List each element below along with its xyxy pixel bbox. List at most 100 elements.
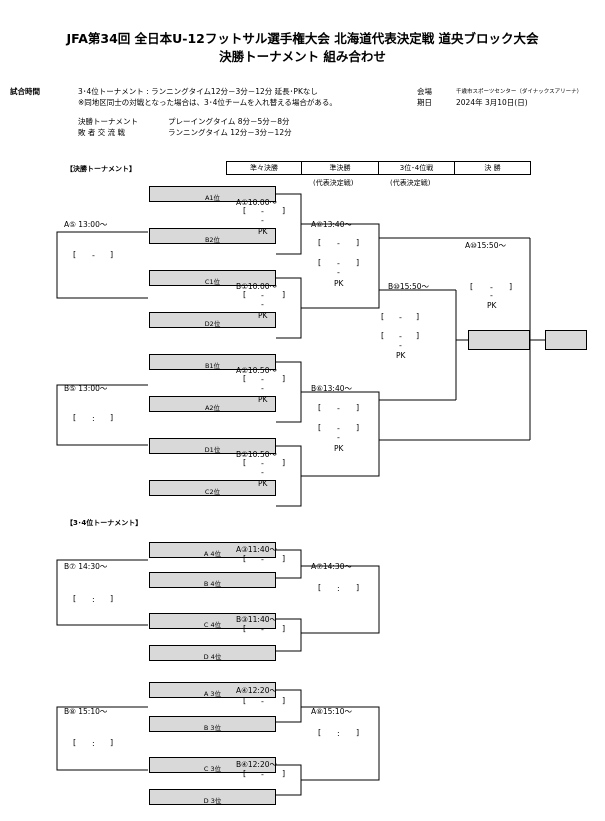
score-a6-et-dash: -	[337, 259, 340, 268]
seed-a2: A2位	[149, 396, 276, 412]
date-label: 期日	[417, 98, 432, 107]
seed-d2: D2位	[149, 312, 276, 328]
score-a2-open: [	[243, 374, 247, 383]
header-final: 決 勝	[454, 161, 531, 175]
seed-a4: A 4位	[149, 542, 276, 558]
seed-a3: A 3位	[149, 682, 276, 698]
seed-d4: D 4位	[149, 645, 276, 661]
champion-box	[545, 330, 587, 350]
score-b2-pk: PK	[258, 479, 268, 488]
score-a6-open: [	[318, 238, 322, 247]
score-b1-pk: PK	[258, 311, 268, 320]
header-semifinal: 準決勝	[301, 161, 379, 175]
score-a2-pk-dash: -	[261, 384, 264, 393]
score-a3-open: [	[243, 554, 247, 563]
score-b5-close: ]	[110, 413, 114, 422]
score-a5-open: [	[73, 250, 77, 259]
page-title: JFA第34回 全日本U-12フットサル選手権大会 北海道代表決定戦 道央ブロッ…	[66, 31, 539, 46]
match-a4-time: A④12:20～	[236, 686, 277, 695]
score-b10-et-close: ]	[416, 331, 420, 340]
seed-c1: C1位	[149, 270, 276, 286]
match-a5-time: A⑤ 13:00～	[64, 220, 108, 229]
match-b2-time: B②10:50～	[236, 450, 277, 459]
score-b3-open: [	[243, 624, 247, 633]
header-quarterfinal: 準々決勝	[226, 161, 302, 175]
venue-label: 会場	[417, 87, 432, 96]
match-a6-time: A⑥13:40～	[311, 220, 352, 229]
score-b4-open: [	[243, 769, 247, 778]
match-a7-time: A⑦14:30～	[311, 562, 352, 571]
score-a10-pk: PK	[487, 301, 497, 310]
score-b10-et-dash: -	[399, 332, 402, 341]
score-a1-pk: PK	[258, 227, 268, 236]
seed-a1: A1位	[149, 186, 276, 202]
seed-b1: B1位	[149, 354, 276, 370]
match-a2-time: A②10:50～	[236, 366, 277, 375]
score-b2-dash: -	[261, 459, 264, 468]
score-a1-close: ]	[282, 206, 286, 215]
score-b3-dash: -	[261, 625, 264, 634]
seed-d3: D 3位	[149, 789, 276, 805]
score-a8-open: [	[318, 728, 322, 737]
match-b6-time: B⑥13:40～	[311, 384, 352, 393]
score-a6-pk: PK	[334, 279, 344, 288]
match-a8-time: A⑧15:10～	[311, 707, 352, 716]
score-a4-close: ]	[282, 696, 286, 705]
date: 2024年 3月10日(日)	[456, 98, 528, 107]
score-a5-close: ]	[110, 250, 114, 259]
score-b6-close: ]	[356, 403, 360, 412]
rule-note: ※同地区同士の対戦となった場合は、3･4位チームを入れ替える場合がある。	[78, 98, 337, 107]
score-a3-close: ]	[282, 554, 286, 563]
score-b10-close: ]	[416, 312, 420, 321]
seed-b4: B 4位	[149, 572, 276, 588]
seed-c4: C 4位	[149, 613, 276, 629]
score-a8-colon: :	[337, 729, 340, 738]
page-subtitle: 決勝トーナメント 組み合わせ	[219, 49, 386, 64]
score-a7-open: [	[318, 583, 322, 592]
score-b6-et-open: [	[318, 423, 322, 432]
score-a1-pk-dash: -	[261, 216, 264, 225]
match-b10-time: B⑩15:50～	[388, 282, 429, 291]
score-a1-dash: -	[261, 207, 264, 216]
score-b10-dash: -	[399, 313, 402, 322]
score-a10-pk-dash: -	[490, 291, 493, 300]
score-a3-dash: -	[261, 555, 264, 564]
match-b8-time: B⑧ 15:10～	[64, 707, 108, 716]
seed-c3: C 3位	[149, 757, 276, 773]
score-b7-colon: :	[92, 595, 95, 604]
score-b4-dash: -	[261, 770, 264, 779]
score-a2-pk: PK	[258, 395, 268, 404]
score-b10-open: [	[381, 312, 385, 321]
score-b2-pk-dash: -	[261, 468, 264, 477]
consolation-rule-time: ランニングタイム 12分－3分－12分	[168, 128, 292, 137]
score-b3-close: ]	[282, 624, 286, 633]
final-section-label: 【決勝トーナメント】	[66, 165, 136, 173]
score-a6-dash: -	[337, 239, 340, 248]
match-b7-time: B⑦ 14:30～	[64, 562, 108, 571]
score-b6-pk: PK	[334, 444, 344, 453]
score-a5-dash: -	[92, 251, 95, 260]
score-b6-et-dash: -	[337, 424, 340, 433]
score-b7-close: ]	[110, 594, 114, 603]
match-time-label: 試合時間	[10, 87, 40, 96]
consolation-rule-label: 敗 者 交 流 戦	[78, 128, 126, 137]
score-b6-dash: -	[337, 404, 340, 413]
rule-3rd-4th: 3･4位トーナメント : ランニングタイム12分－3分－12分 延長･PKなし	[78, 87, 318, 96]
score-a6-et-open: [	[318, 258, 322, 267]
score-b8-close: ]	[110, 738, 114, 747]
score-a7-close: ]	[356, 583, 360, 592]
match-a10-time: A⑩15:50～	[465, 241, 506, 250]
score-b1-close: ]	[282, 290, 286, 299]
match-b4-time: B④12:20～	[236, 760, 277, 769]
score-b6-et-close: ]	[356, 423, 360, 432]
score-b7-open: [	[73, 594, 77, 603]
score-a10-open: [	[470, 282, 474, 291]
score-a2-dash: -	[261, 375, 264, 384]
score-b10-et-open: [	[381, 331, 385, 340]
semifinal-subheader: (代表決定戦)	[313, 179, 354, 187]
score-b1-dash: -	[261, 291, 264, 300]
header-third-place: 3位･4位戦	[378, 161, 455, 175]
match-b5-time: B⑤ 13:00～	[64, 384, 108, 393]
score-a2-close: ]	[282, 374, 286, 383]
